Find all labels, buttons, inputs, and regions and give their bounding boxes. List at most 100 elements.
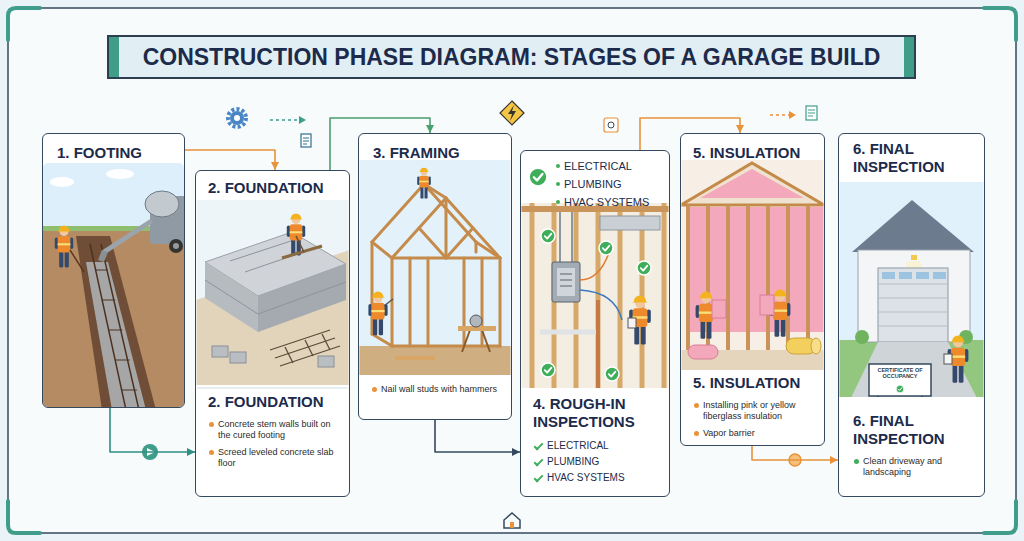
caption-heading: 2. FOUNDATION: [208, 393, 343, 411]
system-item: HVAC SYSTEMS: [555, 195, 665, 209]
connector-line: [435, 420, 520, 452]
arrow-head: [830, 456, 838, 464]
title-banner: [904, 37, 914, 77]
final-scene: [916, 272, 929, 279]
rough-in-scene: [560, 274, 572, 286]
orange-arrow: [770, 114, 790, 116]
check-mark: [534, 473, 544, 483]
rough-in-scene: [580, 290, 622, 320]
text-group: 1. FOOTING: [57, 144, 177, 162]
bullet-dot: [694, 431, 699, 436]
framing-scene: [462, 330, 470, 352]
framing-scene: [476, 242, 500, 258]
document-icon: [303, 141, 309, 142]
insulation-scene: [790, 207, 806, 332]
connector-arrow: [185, 150, 279, 170]
orange-arrow: [789, 111, 796, 119]
insulation-scene: [710, 207, 726, 332]
rough-in-scene: [552, 262, 580, 302]
framing-scene: [360, 160, 511, 375]
footing-scene: [90, 244, 126, 407]
lightning-icon: [508, 105, 516, 121]
text-group: 4. ROUGH-IN INSPECTIONSELECTRICALPLUMBIN…: [533, 395, 665, 485]
final-scene: [882, 272, 946, 279]
arrow-head: [187, 448, 195, 456]
insulation-scene: [760, 295, 774, 315]
footing-scene: [70, 250, 84, 272]
bullet-dot: [209, 450, 214, 455]
frame-emblem: [498, 512, 526, 532]
final-scene: [852, 200, 974, 252]
framing-scene: [470, 315, 482, 327]
footing-scene: [43, 163, 184, 407]
rough-in-scene: [541, 363, 555, 377]
text-group: 6. FINAL INSPECTIONClean driveway and la…: [853, 412, 978, 478]
panel-card: [195, 170, 350, 497]
framing-scene: [391, 258, 394, 346]
connector-line: [110, 408, 195, 452]
framing-scene: [372, 242, 392, 258]
final-scene: [896, 385, 904, 393]
insulation-scene: [686, 205, 690, 370]
checklist-item: ELECTRICAL: [533, 439, 665, 453]
foundation-scene: [230, 352, 246, 363]
document-icon: [806, 106, 817, 120]
panel-heading: 1. FOOTING: [57, 144, 177, 162]
final-scene: [840, 182, 984, 397]
footing-scene: [173, 243, 179, 249]
bullet-text: Vapor barrier: [693, 428, 818, 439]
panel-card: [680, 133, 825, 446]
insulation-scene: [766, 205, 770, 370]
footing-scene: [55, 226, 73, 268]
insulation-scene: [746, 205, 750, 370]
insulation-scene: [810, 207, 824, 332]
footing-scene: [96, 270, 137, 390]
foundation-scene: [305, 340, 313, 356]
final-scene: [869, 364, 931, 396]
checklist-item: PLUMBING: [533, 455, 665, 469]
bullet-text: Installing pink or yellow fiberglass ins…: [693, 400, 818, 422]
insulation-scene: [682, 160, 824, 370]
dashed-arrow: [270, 119, 300, 121]
final-scene: [855, 330, 869, 344]
text-group: Nail wall studs with hammers: [371, 384, 506, 395]
connector-arrow: [752, 446, 838, 464]
foundation-scene: [197, 200, 349, 385]
footing-scene: [101, 244, 139, 407]
foundation-scene: [285, 347, 293, 363]
footing-scene: [43, 228, 184, 407]
foundation-scene: [205, 262, 258, 332]
rough-in-scene: [618, 203, 623, 388]
gear-icon: [230, 111, 244, 125]
rough-in-scene: [557, 268, 575, 296]
lightning-icon: [500, 101, 524, 125]
system-item: ELECTRICAL: [555, 159, 665, 173]
framing-scene: [445, 198, 448, 258]
rough-in-scene: [600, 216, 660, 230]
final-scene: [882, 272, 895, 279]
panel-heading: 2. FOUNDATION: [208, 179, 343, 197]
rough-in-scene: [628, 318, 636, 328]
dashed-arrow: [299, 116, 306, 124]
phase-panel: 5. INSULATION5. INSULATIONInstalling pin…: [680, 133, 825, 446]
panel-card: [42, 133, 985, 497]
framing-scene: [368, 292, 387, 336]
check-mark: [534, 441, 544, 451]
gear-icon: [228, 109, 246, 127]
check-mark: [534, 457, 544, 467]
document-icon: [301, 134, 311, 147]
final-scene: [911, 255, 917, 260]
title-slot: CONSTRUCTION PHASE DIAGRAM: STAGES OF A …: [118, 36, 905, 78]
frame-corner: [8, 501, 40, 533]
bullet-dot: [694, 403, 699, 408]
frame-emblem: [498, 512, 526, 532]
rough-in-scene: [532, 203, 664, 388]
dashed-arrow: [270, 116, 306, 124]
bullet-text: Concrete stem walls built on the cured f…: [208, 419, 343, 441]
diagram-title: CONSTRUCTION PHASE DIAGRAM: STAGES OF A …: [143, 44, 881, 71]
rough-in-scene: [560, 280, 572, 281]
final-scene: [933, 272, 946, 279]
text-group: 5. INSULATIONInstalling pink or yellow f…: [693, 374, 818, 439]
rough-in-scene: [530, 203, 535, 388]
bullet-dot: [209, 422, 214, 427]
